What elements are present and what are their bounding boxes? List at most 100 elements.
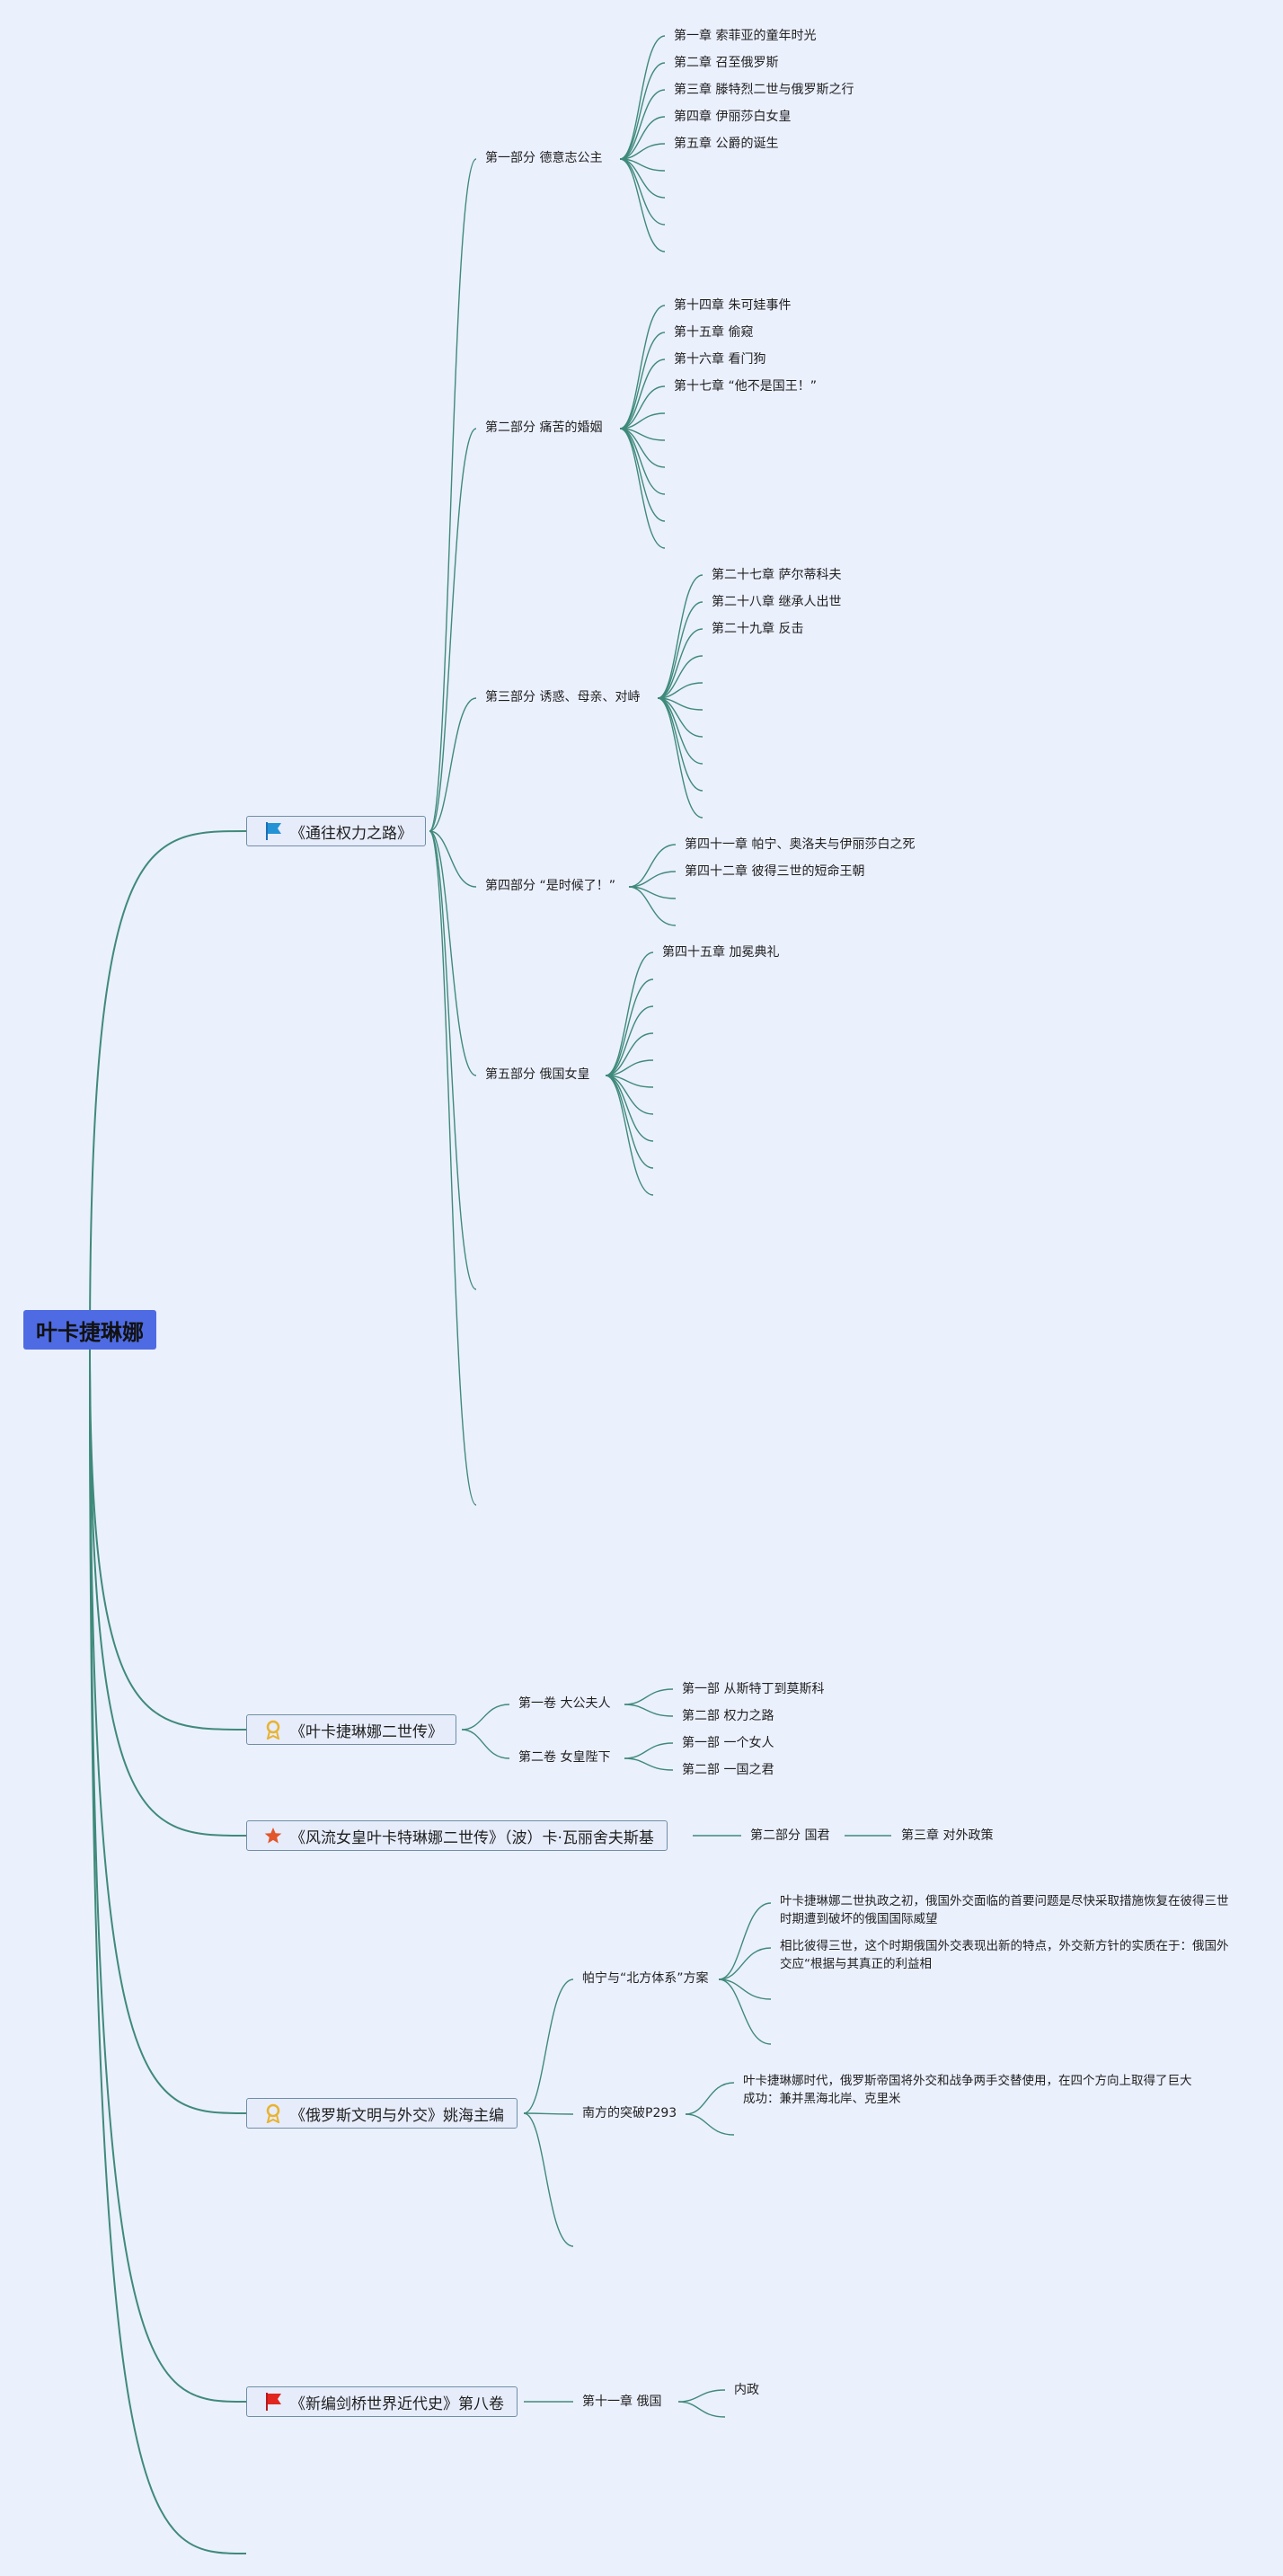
chapter-label[interactable]: 第四十五章 加冕典礼: [662, 945, 780, 960]
section-label[interactable]: 第一部 一个女人: [682, 1736, 774, 1750]
chapter-branch: [619, 305, 666, 429]
topic-branch: [523, 1978, 574, 2114]
chapter-branch: [657, 601, 703, 699]
part-label[interactable]: 第二部分 国君: [750, 1828, 830, 1843]
chapter-branch: [605, 1075, 654, 1142]
chapter-branch: [628, 871, 677, 888]
item-label[interactable]: 内政: [734, 2383, 759, 2397]
chapter-label[interactable]: 第十五章 偷窥: [674, 325, 754, 340]
book-node-road-to-power[interactable]: 《通往权力之路》: [246, 816, 426, 846]
part-branch: [429, 830, 477, 1076]
note-branch: [685, 2113, 735, 2136]
chapter-branch: [628, 886, 677, 926]
part-label[interactable]: 第一部分 德意志公主: [485, 151, 603, 165]
red-flag-icon: [263, 2392, 283, 2412]
chapter-branch: [619, 35, 666, 160]
section-label[interactable]: 第一部 从斯特丁到莫斯科: [682, 1682, 825, 1696]
chapter-branch: [657, 697, 703, 738]
chapter-branch: [619, 62, 666, 160]
chapter-branch: [619, 158, 666, 252]
chapter-label[interactable]: 第二十七章 萨尔蒂科夫: [712, 568, 842, 582]
part-branch: [429, 830, 477, 1506]
topic-label[interactable]: 帕宁与“北方体系”方案: [582, 1971, 709, 1986]
chapter-branch: [619, 116, 666, 160]
chapter-branch: [657, 697, 703, 792]
part-branch: [429, 830, 477, 1290]
chapter-label[interactable]: 第三章 滕特烈二世与俄罗斯之行: [674, 83, 854, 97]
note-branch: [718, 1902, 772, 1980]
chapter-label[interactable]: 第十四章 朱可娃事件: [674, 298, 792, 313]
root-branch: [89, 1349, 247, 1731]
book-title: 《新编剑桥世界近代史》第八卷: [290, 2395, 504, 2413]
part-branch: [429, 428, 477, 832]
chapter-branch: [605, 1059, 654, 1076]
chapter-label[interactable]: 第十六章 看门狗: [674, 352, 766, 367]
chapter-branch: [605, 1032, 654, 1076]
chapter-branch: [605, 1075, 654, 1169]
topic-branch: [523, 2112, 574, 2115]
note-branch: [685, 2082, 735, 2115]
note-text[interactable]: 叶卡捷琳娜二世执政之初，俄国外交面临的首要问题是尽快采取措施恢复在彼得三世时期遭…: [780, 1894, 1229, 1926]
chapter-label[interactable]: 第二十八章 继承人出世: [712, 595, 842, 609]
part-label[interactable]: 第三部分 诱惑、母亲、对峙: [485, 690, 641, 704]
chapter-branch: [657, 697, 703, 765]
book-title: 《俄罗斯文明与外交》姚海主编: [290, 2106, 504, 2125]
root-branch: [89, 1349, 247, 2554]
chapter-branch: [619, 428, 666, 495]
chapter-branch: [605, 1075, 654, 1115]
note-text[interactable]: 相比彼得三世，这个时期俄国外交表现出新的特点，外交新方针的实质在于：俄国外交应“…: [780, 1939, 1229, 1971]
book-node-russian-civilization[interactable]: 《俄罗斯文明与外交》姚海主编: [246, 2098, 518, 2129]
chapter-label[interactable]: 第四章 伊丽莎白女皇: [674, 110, 792, 124]
chapter-branch: [657, 682, 703, 699]
chapter-label[interactable]: 第十七章 “他不是国王！”: [674, 379, 817, 394]
topic-label[interactable]: 南方的突破P293: [582, 2106, 677, 2120]
chapter-branch: [619, 385, 666, 429]
root-branch: [89, 1349, 247, 1837]
chapter-label[interactable]: 第二章 召至俄罗斯: [674, 56, 779, 70]
book-node-romantic-empress[interactable]: 《风流女皇叶卡特琳娜二世传》（波）卡·瓦丽舍夫斯基: [246, 1820, 668, 1851]
chapter-branch: [628, 844, 677, 888]
volume-label[interactable]: 第二卷 女皇陛下: [518, 1750, 611, 1765]
chapter-branch: [619, 428, 666, 549]
volume-branch: [461, 1729, 510, 1759]
chapter-branch: [619, 89, 666, 160]
item-branch: [677, 2389, 726, 2403]
chapter-label[interactable]: 第一章 索菲亚的童年时光: [674, 29, 817, 43]
book-node-cambridge-history[interactable]: 《新编剑桥世界近代史》第八卷: [246, 2386, 518, 2417]
root-branch: [89, 830, 247, 1350]
volume-branch: [461, 1704, 510, 1731]
chapter-branch: [619, 412, 666, 429]
chapter-label[interactable]: 第三章 对外政策: [901, 1828, 994, 1843]
chapter-label[interactable]: 第四十一章 帕宁、奥洛夫与伊丽莎白之死: [685, 837, 916, 852]
chapter-label[interactable]: 第十一章 俄国: [582, 2395, 662, 2409]
book-title: 《通往权力之路》: [290, 824, 412, 843]
section-label[interactable]: 第二部 一国之君: [682, 1763, 774, 1777]
note-branch: [718, 1947, 772, 1980]
part-label[interactable]: 第五部分 俄国女皇: [485, 1067, 590, 1082]
chapter-branch: [619, 158, 666, 226]
note-branch: [718, 1978, 772, 2045]
chapter-label[interactable]: 第二十九章 反击: [712, 622, 804, 636]
part-label[interactable]: 第四部分 “是时候了！”: [485, 879, 615, 893]
book-node-catherine-biography[interactable]: 《叶卡捷琳娜二世传》: [246, 1714, 456, 1745]
chapter-branch: [619, 428, 666, 522]
volume-label[interactable]: 第一卷 大公夫人: [518, 1696, 611, 1711]
chapter-branch: [657, 697, 703, 819]
chapter-branch: [657, 628, 703, 699]
note-text[interactable]: 叶卡捷琳娜时代，俄罗斯帝国将外交和战争两手交替使用，在四个方向上取得了巨大成功：…: [743, 2074, 1192, 2106]
chapter-branch: [657, 574, 703, 699]
chapter-label[interactable]: 第四十二章 彼得三世的短命王朝: [685, 864, 865, 879]
gold-award-icon: [263, 1720, 283, 1739]
red-star-icon: [263, 1826, 283, 1846]
root-topic[interactable]: 叶卡捷琳娜: [23, 1310, 156, 1350]
chapter-label[interactable]: 第五章 公爵的诞生: [674, 137, 779, 151]
part-label[interactable]: 第二部分 痛苦的婚姻: [485, 420, 603, 435]
section-label[interactable]: 第二部 权力之路: [682, 1709, 774, 1723]
book-title: 《叶卡捷琳娜二世传》: [290, 1722, 443, 1741]
section-branch: [624, 1704, 674, 1717]
item-branch: [677, 2401, 726, 2418]
chapter-branch: [619, 332, 666, 429]
gold-award-icon: [263, 2103, 283, 2123]
root-branch: [89, 1349, 247, 2403]
